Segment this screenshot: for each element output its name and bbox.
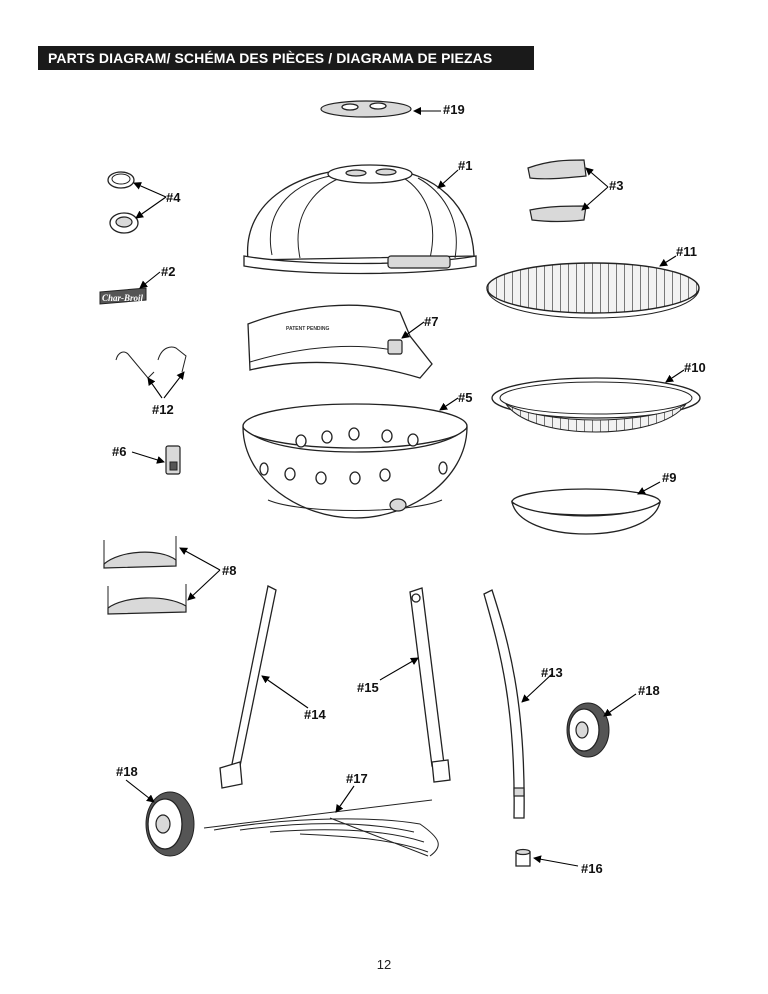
part-label-17: #17	[346, 771, 368, 786]
part-18-wheel-right	[566, 693, 637, 758]
page-number: 12	[376, 957, 392, 972]
logo-imprint-text: Char-Broil	[102, 293, 144, 303]
part-6-bracket	[131, 445, 181, 475]
part-label-13: #13	[541, 665, 563, 680]
part-11-cooking-grate	[486, 255, 700, 319]
part-19-top-vent	[320, 100, 441, 118]
part-16-cap	[515, 848, 579, 867]
part-label-7: #7	[424, 314, 439, 329]
part-1-lid	[243, 164, 477, 275]
part-label-12: #12	[152, 402, 174, 417]
part-label-1: #1	[458, 158, 473, 173]
part-10-charcoal-grate	[491, 369, 701, 433]
part-label-14: #14	[304, 707, 326, 722]
part-label-6: #6	[112, 444, 127, 459]
part-18-wheel-left	[125, 779, 195, 857]
part-label-3: #3	[609, 178, 624, 193]
part-label-16: #16	[581, 861, 603, 876]
part-label-11: #11	[676, 244, 697, 259]
part-3-handles	[527, 159, 609, 223]
part-label-8: #8	[222, 563, 237, 578]
part-8-support-brackets	[103, 536, 221, 615]
patent-imprint-text: PATENT PENDING	[286, 326, 330, 332]
part-label-5: #5	[458, 390, 473, 405]
part-label-15: #15	[357, 680, 379, 695]
part-9-ash-pan	[511, 481, 661, 535]
part-label-18-left: #18	[116, 764, 138, 779]
part-label-10: #10	[684, 360, 706, 375]
part-7-heat-shield: PATENT PENDING	[247, 304, 433, 379]
page-title: PARTS DIAGRAM/ SCHÉMA DES PIÈCES / DIAGR…	[38, 46, 534, 70]
part-4-thermometer	[107, 171, 167, 234]
part-15-leg	[379, 587, 451, 783]
part-label-4: #4	[166, 190, 181, 205]
part-label-9: #9	[662, 470, 677, 485]
part-13-leg	[483, 589, 553, 819]
part-label-19: #19	[443, 102, 465, 117]
part-label-18-right: #18	[638, 683, 660, 698]
part-label-2: #2	[161, 264, 176, 279]
part-17-bottom-shelf	[203, 785, 439, 857]
part-12-hinges	[115, 346, 187, 399]
part-14-leg	[219, 585, 309, 789]
part-2-logo-badge: Char-Broil	[99, 271, 161, 305]
part-5-bowl	[242, 397, 468, 519]
